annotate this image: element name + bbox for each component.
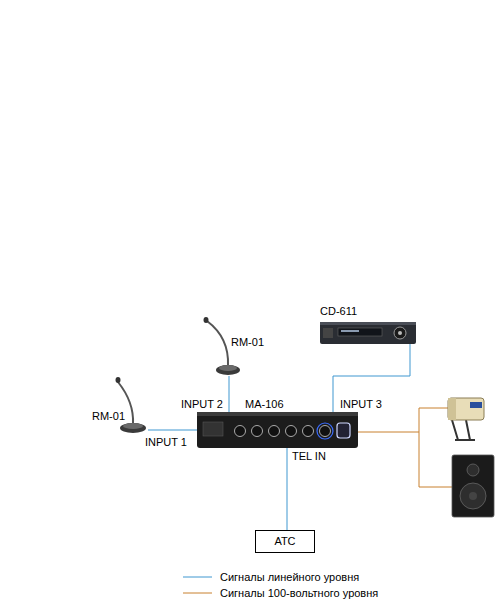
- speaker-wire: [358, 408, 452, 487]
- signal-line: [287, 448, 288, 530]
- cd-player-figure: [320, 322, 416, 344]
- port-label: INPUT 2: [181, 398, 223, 411]
- port-label: INPUT 3: [340, 398, 382, 411]
- device-label: RM-01: [231, 336, 264, 349]
- cabinet-speaker-figure: [452, 455, 494, 517]
- amplifier-figure: [197, 412, 358, 448]
- box-label: АТС: [274, 535, 295, 548]
- signal-line: [333, 344, 410, 412]
- cd-player: CD-611: [320, 322, 416, 344]
- legend-text: Сигналы линейного уровня: [220, 571, 359, 584]
- amplifier: MA-106: [197, 412, 358, 448]
- exchange-box: АТС: [255, 530, 315, 553]
- device-label: RM-01: [92, 410, 125, 423]
- legend-sample: [183, 593, 212, 594]
- microphone: RM-01: [200, 318, 240, 376]
- signal-line: [148, 430, 197, 431]
- port-label: INPUT 1: [145, 436, 187, 449]
- signal-line: [229, 376, 230, 412]
- legend-sample: [183, 577, 212, 578]
- horn-speaker-figure: [448, 398, 484, 440]
- port-label: TEL IN: [292, 450, 326, 463]
- device-label: CD-611: [320, 305, 357, 318]
- microphone: RM-01: [113, 378, 148, 434]
- device-label: MA-106: [245, 398, 284, 411]
- legend-text: Сигналы 100-вольтного уровня: [220, 587, 378, 599]
- microphone-figure: [116, 377, 147, 433]
